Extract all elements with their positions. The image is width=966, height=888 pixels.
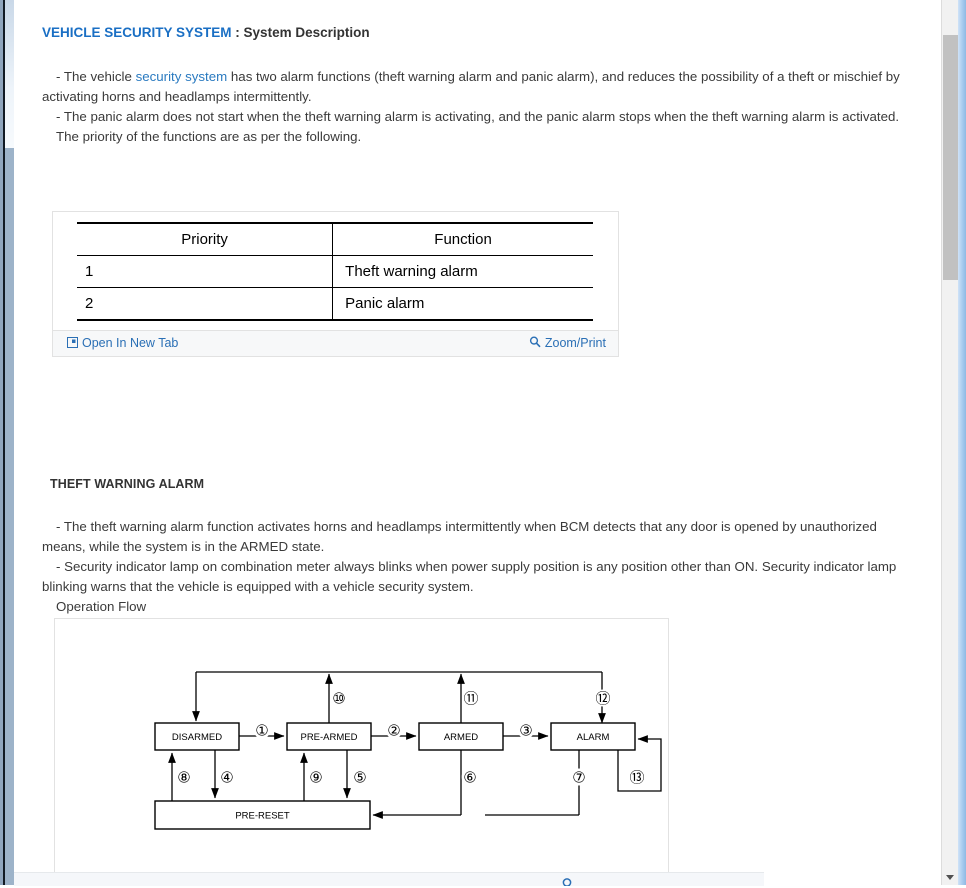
state-transition-diagram: DISARMED PRE-ARMED ARMED ALARM PRE-RESET ① ② ③…: [154, 671, 662, 830]
transition-number: ⑬: [629, 769, 644, 787]
theft-paragraph-3: Operation Flow: [56, 599, 147, 614]
intro-p1-after: has two alarm functions (theft warning a…: [42, 69, 900, 104]
magnifier-icon[interactable]: [562, 876, 573, 888]
page-title: VEHICLE SECURITY SYSTEM : System Descrip…: [14, 0, 941, 41]
state-node-label: DISARMED: [172, 732, 222, 743]
transition-label-disarmed-to-pre_reset: ④: [218, 768, 236, 787]
intro-paragraph-3: The priority of the functions are as per…: [56, 129, 362, 144]
priority-table-image: Priority Function 1 Theft warning alarm …: [53, 222, 618, 321]
diagram-state-nodes: DISARMED PRE-ARMED ARMED ALARM PRE-RESET: [154, 722, 636, 830]
priority-table-head: Priority Function: [77, 222, 593, 256]
state-node-pre_armed: PRE-ARMED: [286, 722, 372, 751]
transition-number: ⑩: [332, 690, 345, 708]
cell-function-2: Panic alarm: [332, 287, 593, 321]
state-node-label: ARMED: [444, 732, 478, 743]
zoom-print-button[interactable]: Zoom/Print: [529, 335, 606, 353]
cell-function-1: Theft warning alarm: [332, 255, 593, 288]
page-title-separator: :: [231, 25, 244, 40]
transition-label-alarm-to-pre_reset: ⑦: [570, 768, 588, 787]
operation-flow-figure: DISARMED PRE-ARMED ARMED ALARM PRE-RESET ① ② ③…: [54, 618, 669, 876]
state-node-armed: ARMED: [418, 722, 504, 751]
transition-number: ⑤: [353, 769, 366, 787]
transition-number: ②: [387, 722, 400, 740]
priority-table-figure: Priority Function 1 Theft warning alarm …: [52, 211, 619, 357]
theft-paragraph-1: - The theft warning alarm function activ…: [42, 519, 877, 554]
page-title-primary: VEHICLE SECURITY SYSTEM: [42, 25, 232, 40]
transition-number: ⑧: [177, 769, 190, 787]
collapsed-left-panel-highlight: [5, 0, 14, 148]
zoom-print-label: Zoom/Print: [544, 336, 606, 350]
transition-label-pre_reset-to-disarmed: ⑧: [175, 768, 193, 787]
table-header-row: Priority Function: [77, 222, 593, 256]
state-node-disarmed: DISARMED: [154, 722, 240, 751]
transition-number: ④: [220, 769, 233, 787]
column-header-function: Function: [332, 222, 593, 256]
transition-label-alarm-to-disarmed: ⑫: [594, 689, 612, 708]
cell-priority-2: 2: [77, 287, 333, 321]
table-row: 2 Panic alarm: [77, 287, 593, 321]
state-node-alarm: ALARM: [550, 722, 636, 751]
intro-paragraph-2: - The panic alarm does not start when th…: [56, 109, 900, 124]
cell-priority-1: 1: [77, 255, 333, 288]
transition-number: ③: [519, 722, 532, 740]
transition-label-alarm-to-alarm: ⑬: [628, 768, 646, 787]
transition-label-disarmed-to-pre_armed: ①: [253, 721, 271, 740]
transition-label-pre_armed-to-pre_reset: ⑤: [351, 768, 369, 787]
collapsed-left-panel[interactable]: [0, 0, 14, 885]
intro-p1-before: - The vehicle: [56, 69, 136, 84]
transition-label-pre_armed-to-armed: ②: [385, 721, 403, 740]
column-header-priority: Priority: [77, 222, 333, 256]
theft-paragraph-2: - Security indicator lamp on combination…: [42, 559, 897, 594]
page-right-gutter: [958, 0, 966, 885]
priority-table-body: 1 Theft warning alarm 2 Panic alarm: [77, 255, 593, 321]
magnifier-icon: [529, 336, 541, 353]
document-body: VEHICLE SECURITY SYSTEM : System Descrip…: [14, 0, 941, 617]
vertical-scrollbar[interactable]: [941, 0, 958, 885]
transition-number: ⑦: [572, 769, 585, 787]
priority-table: Priority Function 1 Theft warning alarm …: [77, 222, 593, 321]
transition-label-armed-to-disarmed: ⑪: [462, 689, 480, 708]
priority-figure-toolbar: Open In New Tab Zoom/Print: [53, 330, 618, 356]
state-node-label: PRE-ARMED: [300, 732, 357, 743]
transition-number: ⑪: [463, 690, 478, 708]
intro-paragraph-1: - The vehicle security system has two al…: [14, 67, 941, 107]
security-system-link[interactable]: security system: [135, 69, 228, 84]
state-node-label: PRE-RESET: [235, 811, 290, 822]
scrollbar-thumb[interactable]: [943, 35, 958, 280]
transition-number: ⑥: [463, 769, 476, 787]
table-row: 1 Theft warning alarm: [77, 255, 593, 288]
transition-number: ①: [255, 722, 268, 740]
scrollbar-down-button[interactable]: [942, 868, 958, 885]
chevron-down-icon: [946, 875, 954, 880]
diagram-transition-labels: ① ② ③ ④ ⑤ ⑥ ⑦ ⑧ ⑨ ⑩ ⑪ ⑫ ⑬: [175, 689, 646, 787]
theft-warning-alarm-heading: THEFT WARNING ALARM: [50, 477, 205, 491]
page-title-secondary: System Description: [243, 25, 370, 40]
transition-number: ⑫: [595, 690, 610, 708]
transition-label-pre_reset-to-pre_armed: ⑨: [307, 768, 325, 787]
document-scroll-pane[interactable]: VEHICLE SECURITY SYSTEM : System Descrip…: [14, 0, 941, 885]
transition-label-armed-to-pre_reset: ⑥: [461, 768, 479, 787]
transition-label-pre_armed-to-disarmed: ⑩: [330, 689, 348, 708]
transition-number: ⑨: [309, 769, 322, 787]
state-node-label: ALARM: [577, 732, 610, 743]
transition-label-armed-to-alarm: ③: [517, 721, 535, 740]
flow-figure-toolbar: [14, 872, 764, 888]
open-in-new-tab-button[interactable]: Open In New Tab: [67, 335, 178, 353]
external-window-icon: [67, 336, 78, 353]
open-in-new-tab-label: Open In New Tab: [82, 336, 179, 350]
state-node-pre_reset: PRE-RESET: [154, 800, 371, 830]
